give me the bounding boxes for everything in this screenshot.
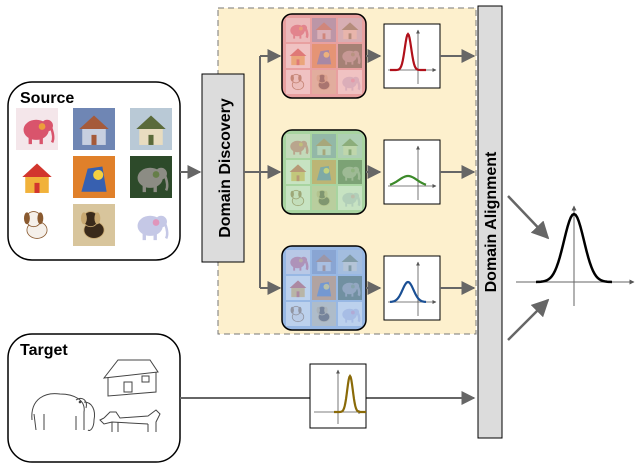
thumbnail-dog-photo — [73, 204, 115, 246]
aligned-distribution-curve — [535, 212, 613, 284]
thumbnail-cartoon-house — [286, 160, 310, 184]
thumbnail-cartoon-elephant — [130, 204, 172, 246]
branch-connectors — [244, 49, 282, 295]
domain-discovery-label: Domain Discovery — [217, 98, 234, 238]
thumbnail-house-photo — [338, 18, 362, 42]
thumbnail-cartoon-house — [286, 276, 310, 300]
thumbnail-cartoon-dog — [286, 302, 310, 326]
thumbnail-dog-photo — [312, 70, 336, 94]
aligned-distribution-plot — [516, 205, 635, 306]
source-image-grid — [16, 108, 172, 246]
thumbnail-elephant-photo — [338, 276, 362, 300]
thumbnail-painted-houses — [73, 108, 115, 150]
alignment-to-result-arrow-bottom — [507, 298, 550, 341]
sketch-elephant — [31, 393, 95, 431]
target-distribution-plot — [309, 363, 367, 429]
domain-group-2 — [281, 129, 476, 215]
thumbnail-cartoon-dog — [16, 204, 58, 246]
thumbnail-painted-horse — [312, 276, 336, 300]
source-panel: Source — [7, 81, 181, 261]
thumbnail-painted-houses — [312, 250, 336, 274]
thumbnail-cartoon-elephant — [338, 186, 362, 210]
domain-thumbnail-grid — [286, 250, 362, 326]
domain-alignment-label: Domain Alignment — [483, 151, 500, 292]
domain-group-1 — [281, 13, 476, 99]
target-panel: Target — [7, 333, 181, 463]
domain-thumbnail-grid — [286, 134, 362, 210]
domain-distribution-curve — [389, 174, 427, 186]
alignment-to-result-arrow-top — [507, 195, 550, 240]
thumbnail-watercolor-elephant — [286, 250, 310, 274]
target-title: Target — [20, 342, 68, 359]
thumbnail-cartoon-house — [16, 156, 58, 198]
thumbnail-cartoon-dog — [286, 70, 310, 94]
thumbnail-painted-houses — [312, 134, 336, 158]
sketch-dog — [99, 409, 161, 432]
thumbnail-watercolor-elephant — [16, 108, 58, 150]
domain-discovery-block: Domain Discovery — [201, 73, 245, 263]
thumbnail-watercolor-elephant — [286, 134, 310, 158]
domain-group-3 — [281, 245, 476, 331]
thumbnail-elephant-photo — [338, 44, 362, 68]
thumbnail-painted-houses — [312, 18, 336, 42]
thumbnail-cartoon-house — [286, 44, 310, 68]
thumbnail-cartoon-dog — [286, 186, 310, 210]
thumbnail-house-photo — [338, 250, 362, 274]
domain-thumbnail-grid — [286, 18, 362, 94]
domain-distribution-curve — [389, 280, 427, 304]
target-distribution-curve — [334, 374, 366, 414]
thumbnail-painted-horse — [312, 160, 336, 184]
source-title: Source — [20, 90, 74, 107]
thumbnail-dog-photo — [312, 186, 336, 210]
sketch-house — [102, 359, 159, 397]
domain-distribution-curve — [390, 32, 426, 72]
discovered-domains — [281, 13, 476, 331]
thumbnail-cartoon-elephant — [338, 302, 362, 326]
thumbnail-cartoon-elephant — [338, 70, 362, 94]
thumbnail-painted-horse — [73, 156, 115, 198]
thumbnail-dog-photo — [312, 302, 336, 326]
domain-distribution-plot — [383, 139, 441, 205]
thumbnail-house-photo — [130, 108, 172, 150]
thumbnail-watercolor-elephant — [286, 18, 310, 42]
domain-alignment-block: Domain Alignment — [477, 5, 503, 439]
thumbnail-painted-horse — [312, 44, 336, 68]
thumbnail-elephant-photo — [338, 160, 362, 184]
thumbnail-elephant-photo — [130, 156, 172, 198]
thumbnail-house-photo — [338, 134, 362, 158]
